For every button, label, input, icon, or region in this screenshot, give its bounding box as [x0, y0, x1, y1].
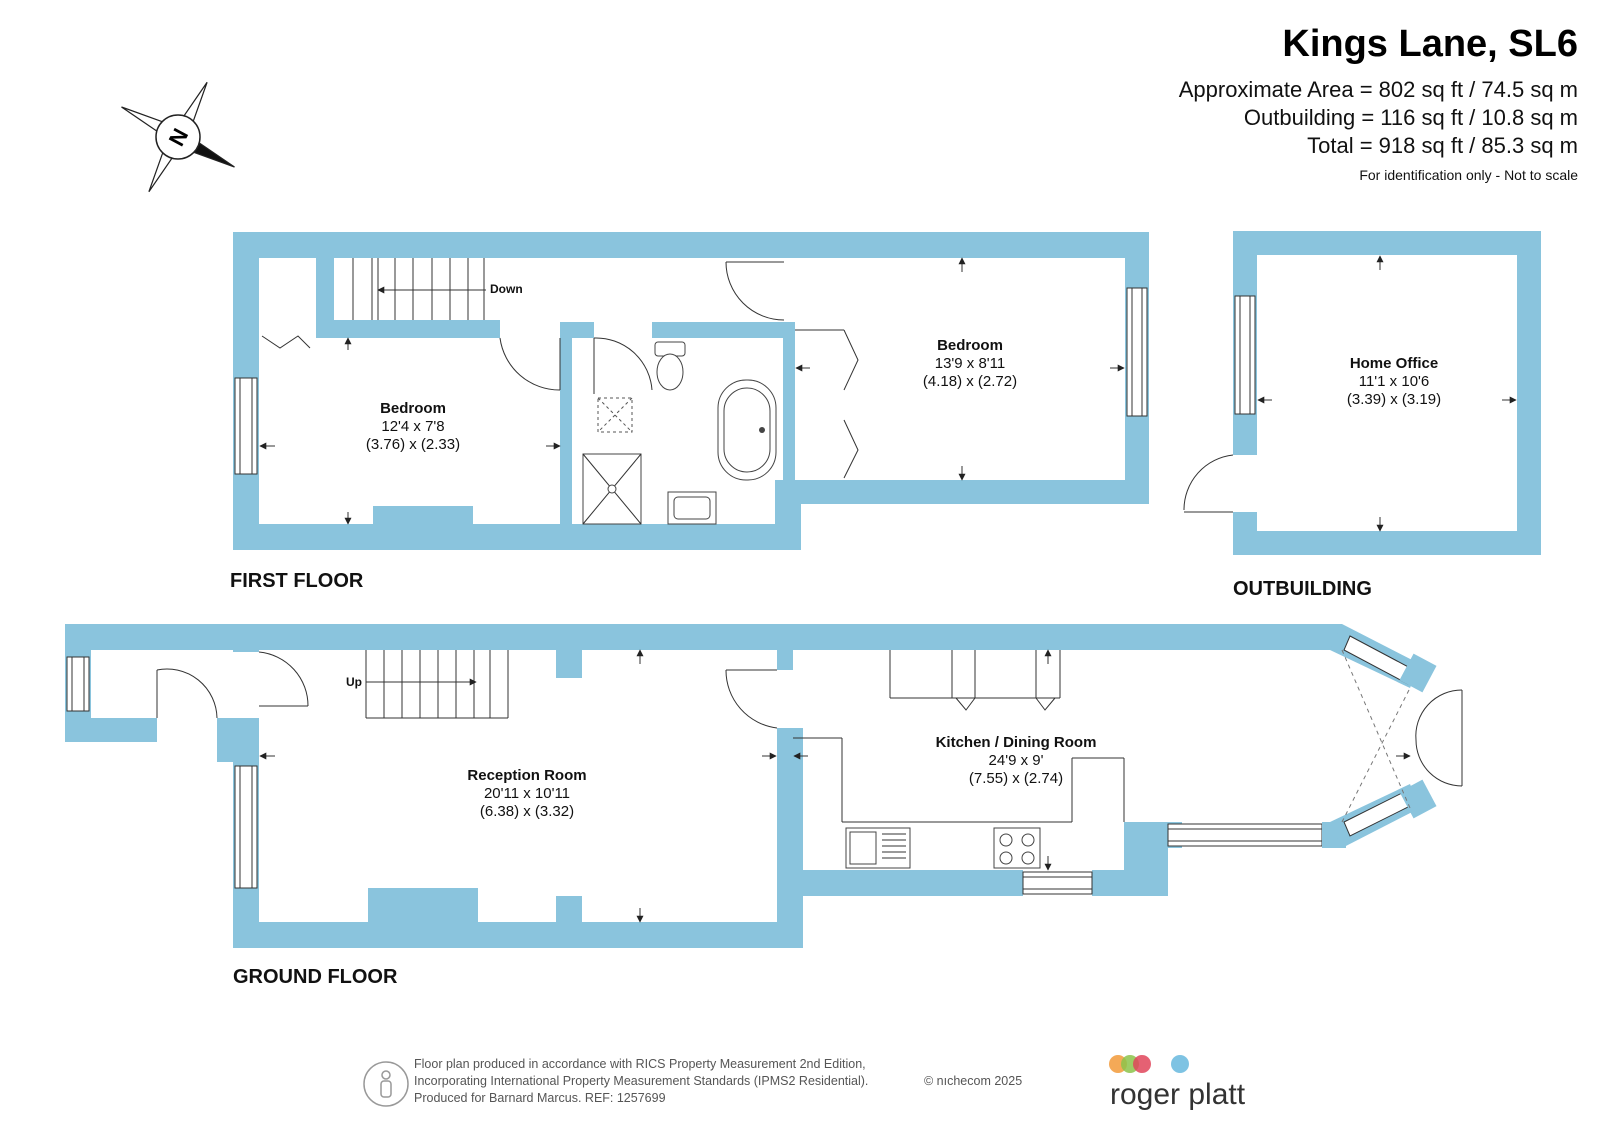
brand-logo: roger platt	[1109, 1055, 1246, 1111]
scale-disclaimer: For identification only - Not to scale	[1359, 167, 1578, 183]
room-imperial: 20'11 x 10'11	[484, 785, 570, 802]
brand-name: roger platt	[1110, 1078, 1246, 1111]
room-imperial: 11'1 x 10'6	[1359, 373, 1430, 390]
room-metric: (3.39) x (3.19)	[1347, 391, 1441, 408]
ground-floor-plan: Up	[65, 624, 1463, 948]
room-name: Bedroom	[380, 400, 446, 417]
first-floor-stairs: Down	[352, 258, 523, 320]
room-name: Reception Room	[467, 767, 586, 784]
footer-line-2: Incorporating International Property Mea…	[414, 1074, 868, 1088]
copyright: © nıchecom 2025	[924, 1074, 1022, 1088]
header: Kings Lane, SL6 Approximate Area = 802 s…	[1179, 23, 1578, 183]
total-area: Total = 918 sq ft / 85.3 sq m	[1307, 133, 1578, 158]
room-name: Home Office	[1350, 355, 1438, 372]
kitchen-units	[793, 650, 1125, 869]
outbuilding-area: Outbuilding = 116 sq ft / 10.8 sq m	[1244, 105, 1578, 130]
footer-line-3: Produced for Barnard Marcus. REF: 125769…	[414, 1091, 666, 1105]
room-imperial: 13'9 x 8'11	[935, 355, 1006, 372]
room-metric: (7.55) x (2.74)	[969, 770, 1063, 787]
approx-area: Approximate Area = 802 sq ft / 74.5 sq m	[1179, 77, 1578, 102]
plan-title: Kings Lane, SL6	[1282, 23, 1578, 65]
room-imperial: 12'4 x 7'8	[381, 418, 444, 435]
ground-floor-label: GROUND FLOOR	[233, 966, 398, 988]
outbuilding-label: OUTBUILDING	[1233, 578, 1372, 600]
room-imperial: 24'9 x 9'	[989, 752, 1044, 769]
room-metric: (6.38) x (3.32)	[480, 803, 574, 820]
rics-logo-icon	[363, 1061, 409, 1107]
stairs-up-label: Up	[346, 675, 362, 689]
ground-floor-stairs: Up	[346, 650, 509, 719]
first-floor-label: FIRST FLOOR	[230, 570, 364, 592]
north-compass-icon: N	[121, 81, 235, 193]
room-name: Kitchen / Dining Room	[936, 734, 1097, 751]
footer: Floor plan produced in accordance with R…	[363, 1055, 1246, 1111]
bathroom-fixtures	[582, 341, 777, 525]
room-name: Bedroom	[937, 337, 1003, 354]
footer-line-1: Floor plan produced in accordance with R…	[414, 1057, 866, 1071]
stairs-down-label: Down	[490, 282, 523, 296]
first-floor-plan: Down	[233, 232, 1149, 550]
room-metric: (3.76) x (2.33)	[366, 436, 460, 453]
outbuilding-plan: Home Office 11'1 x 10'6 (3.39) x (3.19)	[1183, 231, 1541, 555]
room-metric: (4.18) x (2.72)	[923, 373, 1017, 390]
